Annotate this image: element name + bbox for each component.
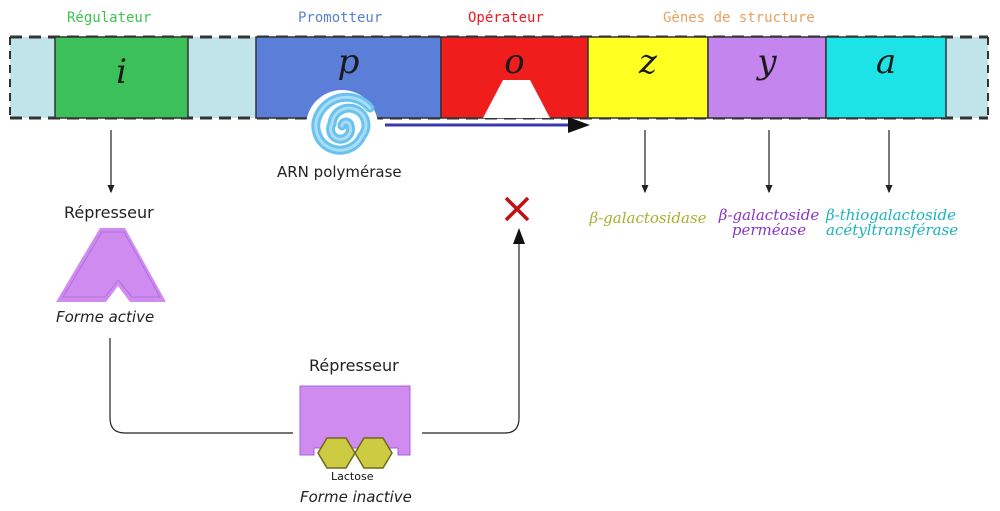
lactose-hexagon-right [354, 437, 393, 469]
regulator-label: Régulateur [67, 10, 152, 26]
repressor-inactive-title: Répresseur [309, 356, 399, 375]
repressor-inactive-shape [299, 385, 411, 456]
rna-polymerase-icon [306, 90, 378, 162]
promoter-label: Promotteur [298, 10, 383, 26]
protein-y-label: β-galactoside perméase [712, 208, 826, 238]
protein-z-name: β-galactosidase [589, 209, 707, 227]
repressor-active-title: Répresseur [64, 203, 154, 222]
blocked-x-icon [504, 196, 530, 222]
gene-o-letter: o [504, 42, 525, 82]
lactose-label: Lactose [331, 470, 374, 483]
protein-a-label: β-thiogalactoside acétyltransférase [826, 206, 959, 239]
gene-p-letter: p [337, 42, 360, 82]
operator-binding-site [483, 80, 550, 118]
protein-a-name-line2: acétyltransférase [826, 221, 959, 239]
lactose-hexagon-left [317, 437, 356, 469]
protein-y-name-line1: β-galactoside [718, 206, 820, 224]
repressor-active-shape [56, 228, 166, 302]
structural-genes-label: Gènes de structure [663, 10, 815, 26]
gene-i-letter: i [116, 52, 127, 92]
gene-a-letter: a [875, 42, 897, 82]
repressor-active-state: Forme active [56, 308, 155, 326]
conversion-line-right [422, 240, 520, 434]
gene-a-block [825, 36, 947, 119]
gene-i-block [54, 36, 189, 119]
protein-y-name-line2: perméase [731, 221, 807, 239]
repressor-inactive-state: Forme inactive [300, 488, 412, 506]
operator-label: Opérateur [468, 10, 544, 26]
gene-z-letter: z [639, 42, 657, 82]
conversion-line-left [109, 338, 293, 434]
gene-y-letter: y [757, 42, 777, 82]
rna-polymerase-label: ARN polymérase [277, 163, 402, 181]
protein-z-label: β-galactosidase [588, 211, 708, 226]
protein-a-name-line1: β-thiogalactoside [826, 206, 956, 224]
